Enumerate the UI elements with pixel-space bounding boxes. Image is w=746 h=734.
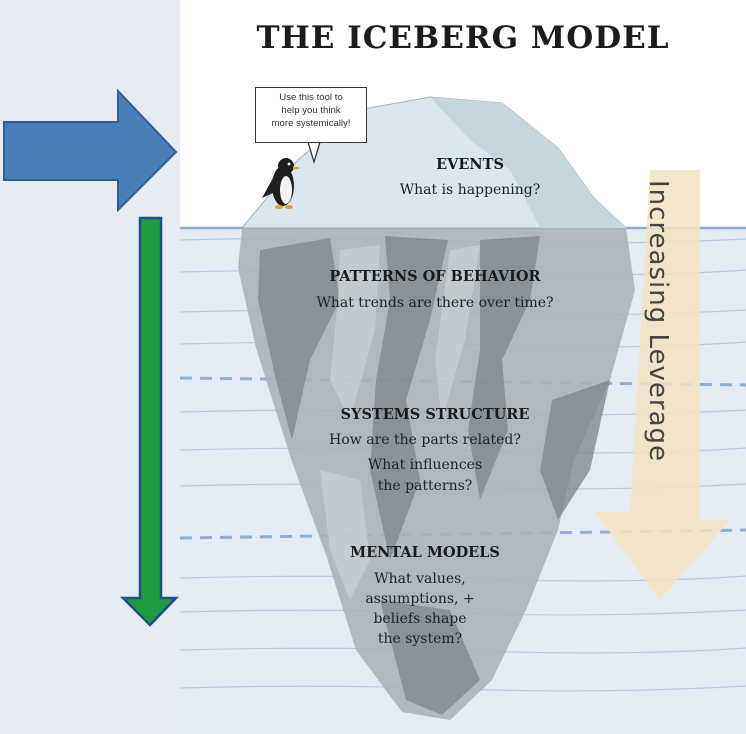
right-arrow-icon (3, 88, 178, 213)
annotation-arrows (3, 88, 179, 627)
patterns-question: What trends are there over time? (316, 295, 554, 311)
patterns-heading: PATTERNS OF BEHAVIOR (329, 268, 541, 285)
systems-question-line: the patterns? (377, 478, 473, 494)
mental-models-question-line: assumptions, + (365, 591, 475, 607)
events-heading: EVENTS (436, 156, 504, 173)
page-title: THE ICEBERG MODEL (256, 20, 670, 56)
mental-models-heading: MENTAL MODELS (350, 544, 500, 561)
down-arrow-icon (119, 216, 179, 627)
iceberg-shadows (258, 236, 610, 715)
penguin-icon (262, 158, 301, 209)
leverage-arrow (595, 170, 730, 600)
speech-bubble: Use this tool to help you think more sys… (255, 87, 367, 143)
systems-question-line: What influences (367, 457, 483, 473)
iceberg-poster: THE ICEBERG MODEL Use this tool to help … (180, 0, 746, 734)
iceberg-tip-shade (430, 97, 626, 228)
systems-heading: SYSTEMS STRUCTURE (340, 406, 530, 423)
mental-models-question-line: the system? (377, 631, 463, 647)
iceberg-highlights (320, 245, 480, 600)
iceberg-illustration (180, 96, 746, 734)
systems-question: How are the parts related? What influenc… (295, 430, 555, 497)
mental-models-question: What values, assumptions, + beliefs shap… (320, 569, 520, 649)
events-question: What is happening? (399, 182, 541, 198)
bubble-line: more systemically! (271, 118, 351, 129)
left-panel (0, 0, 180, 734)
mental-models-question-line: What values, (374, 571, 466, 587)
systems-question-line: How are the parts related? (329, 432, 521, 448)
bubble-line: help you think (281, 105, 341, 116)
mental-models-question-line: beliefs shape (373, 611, 467, 627)
increasing-leverage-label: Increasing Leverage (643, 180, 673, 463)
bubble-line: Use this tool to (279, 92, 343, 103)
